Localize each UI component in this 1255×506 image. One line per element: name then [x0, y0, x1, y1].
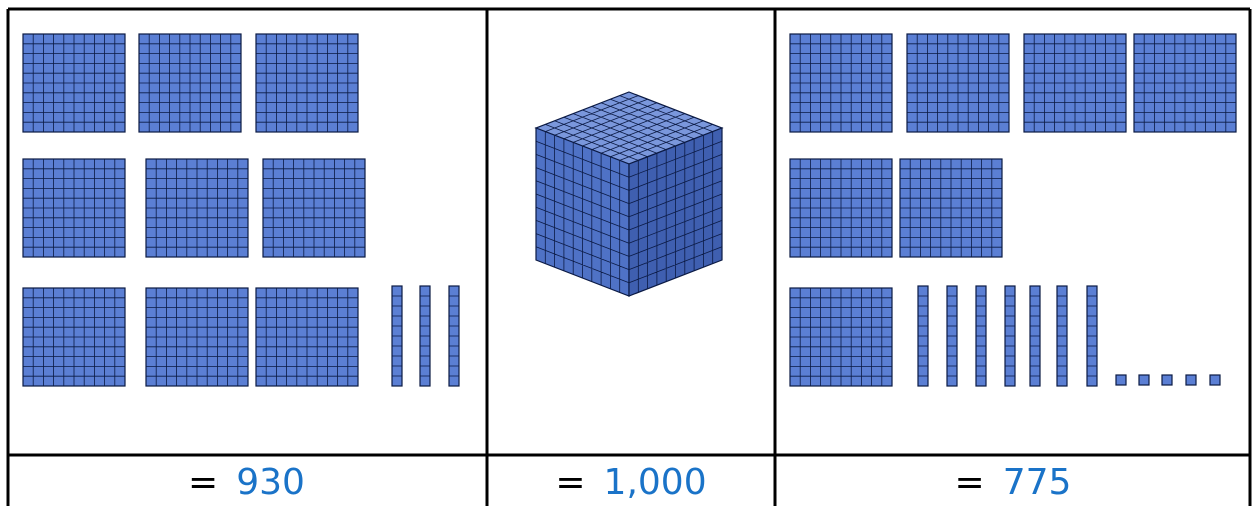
- ten-rod: [918, 286, 928, 386]
- ten-rod: [392, 286, 402, 386]
- hundred-flat: [146, 159, 248, 257]
- hundred-flat: [790, 288, 892, 386]
- ten-rod: [1005, 286, 1015, 386]
- hundred-flat: [1134, 34, 1236, 132]
- one-unit: [1186, 375, 1196, 385]
- ten-rod: [1030, 286, 1040, 386]
- one-unit: [1116, 375, 1126, 385]
- hundred-flat: [256, 288, 358, 386]
- hundred-flat: [900, 159, 1002, 257]
- equals-sign: =: [955, 462, 985, 503]
- value-775: 775: [1003, 462, 1072, 503]
- hundred-flat: [907, 34, 1009, 132]
- equation-775: = 775: [776, 458, 1250, 506]
- hundred-flat: [146, 288, 248, 386]
- value-930: 930: [236, 462, 305, 503]
- ten-rod: [420, 286, 430, 386]
- panel-1000-blocks: [536, 92, 722, 296]
- equation-1000: = 1,000: [488, 458, 774, 506]
- one-unit: [1139, 375, 1149, 385]
- equals-sign: =: [555, 462, 585, 503]
- value-1000: 1,000: [604, 462, 707, 503]
- one-unit: [1210, 375, 1220, 385]
- panel-930-blocks: [23, 34, 459, 386]
- hundred-flat: [790, 34, 892, 132]
- ten-rod: [1057, 286, 1067, 386]
- hundred-flat: [139, 34, 241, 132]
- hundred-flat: [23, 288, 125, 386]
- ten-rod: [976, 286, 986, 386]
- ten-rod: [449, 286, 459, 386]
- panel-775-blocks: [790, 34, 1236, 386]
- hundred-flat: [790, 159, 892, 257]
- equation-930: = 930: [8, 458, 485, 506]
- thousand-cube: [536, 92, 722, 296]
- hundred-flat: [23, 159, 125, 257]
- ten-rod: [1087, 286, 1097, 386]
- hundred-flat: [256, 34, 358, 132]
- hundred-flat: [23, 34, 125, 132]
- ten-rod: [947, 286, 957, 386]
- hundred-flat: [1024, 34, 1126, 132]
- equals-sign: =: [188, 462, 218, 503]
- one-unit: [1162, 375, 1172, 385]
- hundred-flat: [263, 159, 365, 257]
